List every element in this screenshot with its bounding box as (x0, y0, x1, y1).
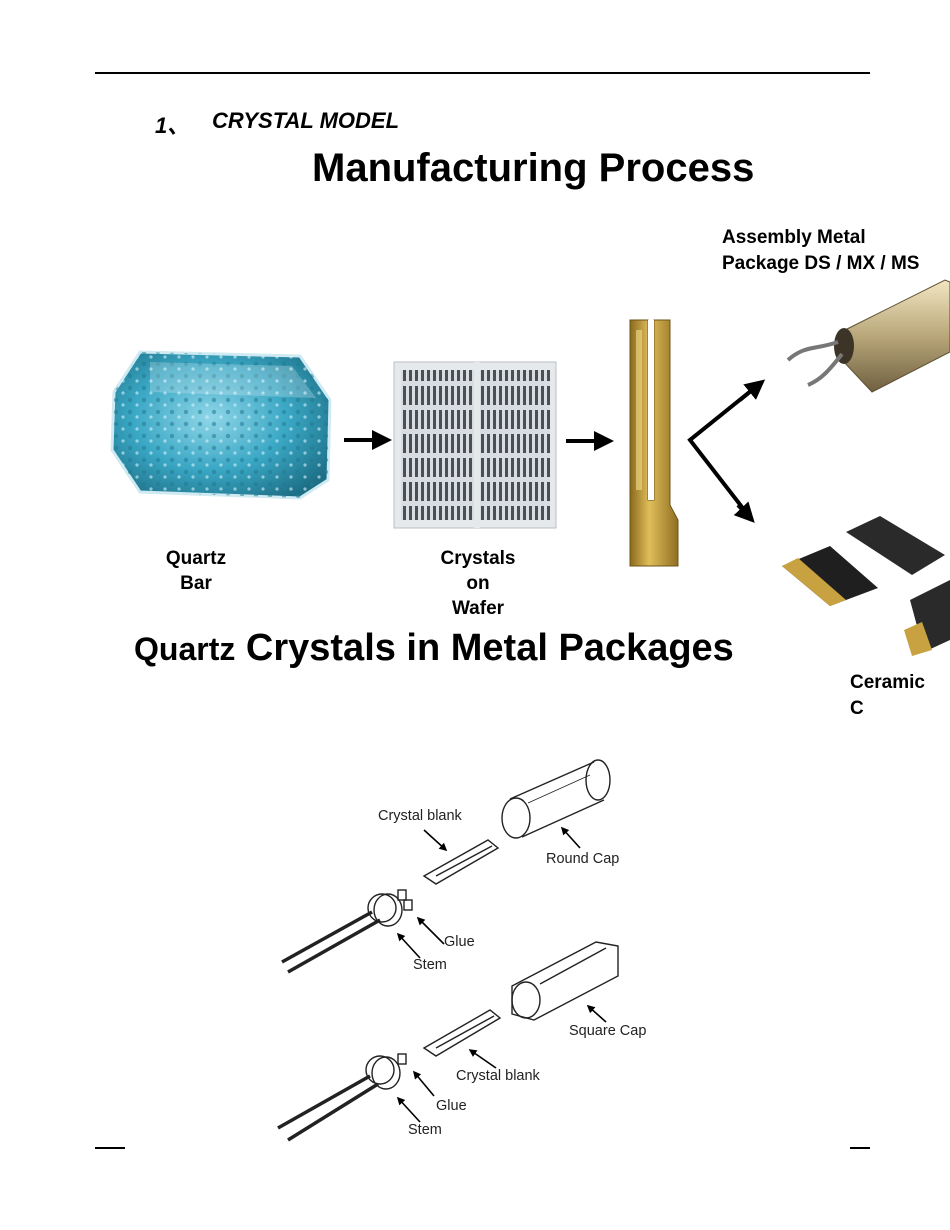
footer-rule-right (850, 1147, 870, 1149)
split-arrows (687, 380, 764, 522)
wafer-image (393, 361, 557, 529)
metal-packages-title: Quartz Crystals in Metal Packages (134, 627, 734, 670)
glue-bottom-label: Glue (436, 1098, 467, 1114)
quartz-bar-image (110, 350, 332, 500)
square-cap-label: Square Cap (569, 1023, 647, 1039)
manufacturing-title: Manufacturing Process (312, 146, 755, 190)
quartz-bar-label: Quartz Bar (165, 548, 227, 594)
crystal-blank-image (629, 319, 679, 567)
header-rule (95, 72, 870, 74)
stem-bottom-label: Stem (408, 1122, 442, 1138)
exploded-package-diagram (277, 759, 619, 1142)
metal-package-image (786, 279, 950, 393)
section-title: CRYSTAL MODEL (212, 108, 400, 133)
glue-top-label: Glue (444, 934, 475, 950)
assembly-metal-label: Assembly Metal Package DS / MX / MS (722, 227, 920, 274)
ceramic-label: Ceramic C (850, 672, 925, 719)
footer-rule-left (95, 1147, 125, 1149)
metal-packages-title-prefix: Quartz (134, 631, 236, 667)
metal-packages-title-main: Crystals in Metal Packages (235, 627, 734, 669)
stem-top-label: Stem (413, 957, 447, 973)
section-number: 1、 (155, 113, 190, 138)
ceramic-packages-image (782, 516, 950, 656)
diagram-pointer-arrows (396, 826, 607, 1123)
crystals-on-wafer-label: Crystals on Wafer (440, 548, 516, 619)
crystal-blank-bottom-label: Crystal blank (456, 1068, 540, 1084)
crystal-blank-top-label: Crystal blank (378, 808, 462, 824)
round-cap-label: Round Cap (546, 851, 620, 867)
